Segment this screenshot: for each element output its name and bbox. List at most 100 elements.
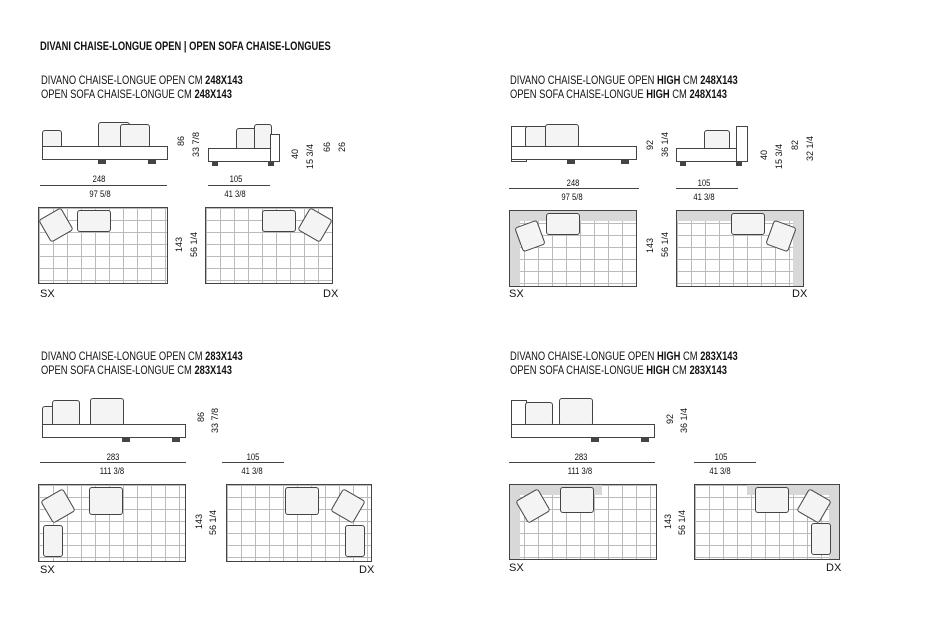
label-dx: DX [323, 288, 339, 300]
side-cushion [811, 523, 831, 555]
plan-depth-cm: 143 [645, 238, 655, 254]
backrest [270, 134, 280, 162]
side-cushion [43, 525, 63, 557]
block2-title-en: OPEN SOFA CHAISE-LONGUE HIGH CM 248X143 [510, 87, 727, 101]
plan-depth-in: 56 1/4 [189, 232, 199, 258]
block4-front-view [509, 396, 659, 446]
back-cushion [546, 213, 580, 235]
height-in: 36 1/4 [660, 132, 670, 158]
width-in: 97 5/8 [89, 189, 111, 199]
block1-title-it: DIVANO CHAISE-LONGUE OPEN CM 248X143 [41, 73, 243, 87]
back-cushion [545, 124, 579, 148]
back-cushion [40, 488, 76, 524]
sofa-foot [148, 160, 156, 164]
back-cushion [765, 219, 797, 253]
block2-title-it: DIVANO CHAISE-LONGUE OPEN HIGH CM 248X14… [510, 73, 738, 87]
back-cushion [755, 487, 789, 513]
dimension-line [40, 462, 186, 463]
plan-depth-in: 56 1/4 [677, 510, 687, 536]
back-cushion [525, 402, 553, 426]
block2-plan-dx [676, 210, 804, 287]
seat-base [42, 424, 186, 438]
height-cm: 86 [176, 136, 186, 147]
arm-height-in: 32 1/4 [805, 136, 815, 162]
label-sx: SX [509, 288, 524, 300]
block3-title-it: DIVANO CHAISE-LONGUE OPEN CM 283X143 [41, 349, 243, 363]
dimension-line [509, 462, 655, 463]
width-in: 111 3/8 [567, 466, 593, 476]
back-cushion [297, 207, 333, 243]
height-cm: 92 [665, 414, 675, 425]
width-cm: 248 [92, 174, 106, 184]
label-sx: SX [40, 288, 55, 300]
label-dx: DX [826, 562, 842, 574]
side-depth-in: 41 3/8 [224, 189, 246, 199]
block4-plan-sx [509, 484, 657, 560]
plan-depth-in: 56 1/4 [660, 232, 670, 258]
block4-plan-dx [694, 484, 840, 560]
seat-height-in: 15 3/4 [774, 144, 784, 170]
back-cushion [731, 213, 765, 235]
sofa-foot [591, 438, 599, 442]
dimension-line [40, 185, 167, 186]
block3-front-view [40, 396, 190, 446]
dimension-line [208, 185, 270, 186]
sofa-foot [212, 162, 218, 166]
side-depth-cm: 105 [697, 178, 711, 188]
arm-height-in: 26 [337, 142, 347, 153]
width-cm: 248 [566, 178, 580, 188]
sofa-foot [98, 160, 106, 164]
label-dx: DX [792, 288, 808, 300]
arm-height-cm: 66 [322, 142, 332, 153]
block1-front-view [40, 120, 170, 170]
width-cm: 283 [574, 452, 588, 462]
block1-plan-sx [38, 207, 168, 284]
height-cm: 86 [196, 412, 206, 423]
side-depth-cm: 105 [714, 452, 728, 462]
seat-base [511, 424, 655, 438]
back-cushion [330, 488, 366, 524]
back-cushion [285, 487, 319, 515]
sofa-foot [641, 438, 649, 442]
back-cushion [52, 400, 80, 426]
sofa-foot [621, 160, 629, 164]
plan-depth-in: 56 1/4 [208, 510, 218, 536]
sofa-foot [268, 162, 274, 166]
back-cushion [262, 210, 296, 232]
sofa-foot [680, 162, 686, 166]
label-sx: SX [509, 562, 524, 574]
height-in: 33 7/8 [191, 132, 201, 158]
seat-base [511, 146, 637, 160]
block3-title-en: OPEN SOFA CHAISE-LONGUE CM 283X143 [41, 363, 232, 377]
arm-height-cm: 82 [790, 140, 800, 151]
dimension-line [509, 188, 639, 189]
backrest [736, 126, 748, 162]
seat-height-cm: 40 [759, 150, 769, 161]
side-depth-in: 41 3/8 [693, 192, 715, 202]
block2-plan-sx [509, 210, 637, 287]
side-depth-in: 41 3/8 [241, 466, 263, 476]
sofa-foot [122, 438, 130, 442]
block3-plan-dx [226, 484, 372, 562]
side-depth-cm: 105 [229, 174, 243, 184]
plan-depth-cm: 143 [194, 514, 204, 530]
back-cushion [90, 398, 124, 426]
label-sx: SX [40, 564, 55, 576]
block2-front-view [509, 120, 639, 170]
sofa-foot [567, 160, 575, 164]
dimension-line [676, 188, 738, 189]
back-cushion [77, 210, 111, 232]
plan-depth-cm: 143 [663, 514, 673, 530]
seat-height-in: 15 3/4 [305, 144, 315, 170]
block2-side-view [676, 120, 750, 170]
block1-title-en: OPEN SOFA CHAISE-LONGUE CM 248X143 [41, 87, 232, 101]
block1-plan-dx [205, 207, 333, 284]
back-cushion [560, 487, 594, 513]
sofa-foot [736, 162, 742, 166]
seat-height-cm: 40 [290, 149, 300, 160]
back-cushion [559, 398, 593, 426]
width-in: 111 3/8 [99, 466, 125, 476]
back-cushion [120, 124, 150, 148]
side-depth-cm: 105 [246, 452, 260, 462]
back-cushion [38, 207, 74, 243]
